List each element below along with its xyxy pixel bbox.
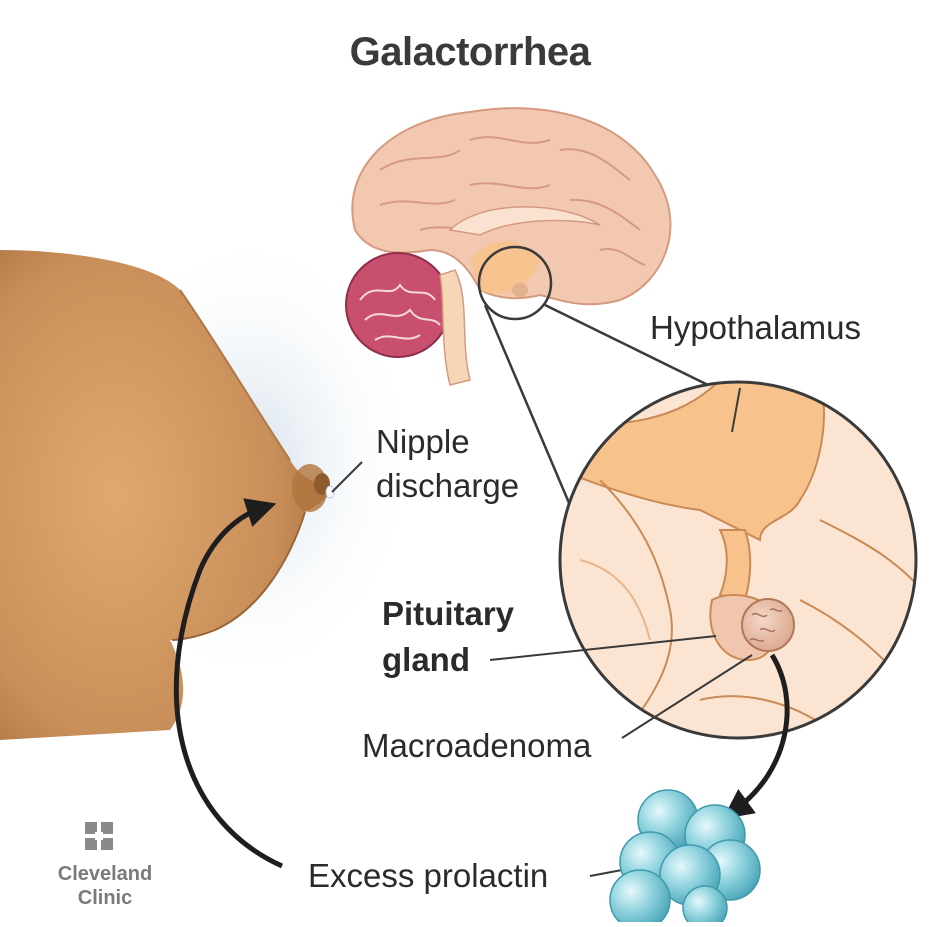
- prolactin-molecules: [609, 789, 761, 927]
- logo-line2: Clinic: [77, 887, 133, 909]
- breast-illustration: [0, 230, 420, 740]
- label-pituitary-gland-line1: Pituitary: [382, 595, 515, 632]
- pituitary-leader: [489, 635, 717, 661]
- pituitary-zoom-circle: [558, 380, 918, 740]
- zoom-connector-right: [544, 303, 709, 387]
- label-nipple-discharge-line1: Nipple: [376, 423, 470, 460]
- diagram-title: Galactorrhea: [349, 30, 591, 74]
- macroadenoma-mass: [741, 598, 795, 652]
- label-excess-prolactin: Excess prolactin: [308, 857, 549, 894]
- label-macroadenoma: Macroadenoma: [362, 727, 592, 764]
- logo-line1: Cleveland: [57, 863, 153, 885]
- prolactin-leader: [589, 869, 623, 877]
- hypothalamus-leader: [731, 387, 741, 433]
- brainstem: [439, 269, 471, 386]
- cleveland-clinic-logo-text: Cleveland Clinic: [40, 862, 170, 910]
- cleveland-clinic-logo-mark: [85, 822, 113, 850]
- cerebellum: [345, 252, 451, 358]
- hypothalamus-region: [470, 241, 540, 294]
- label-pituitary-gland-line2: gland: [382, 641, 470, 678]
- nipple-leader: [331, 461, 363, 493]
- zoom-connector-left: [483, 304, 574, 511]
- arrow-to-breast: [173, 498, 284, 869]
- discharge-drop: [325, 485, 335, 499]
- label-nipple-discharge-line2: discharge: [376, 467, 520, 504]
- macroadenoma-leader: [621, 654, 753, 739]
- zoom-source-circle: [477, 245, 553, 321]
- brain-illustration: [345, 107, 672, 386]
- label-hypothalamus: Hypothalamus: [650, 309, 861, 346]
- arrow-to-prolactin: [722, 653, 790, 819]
